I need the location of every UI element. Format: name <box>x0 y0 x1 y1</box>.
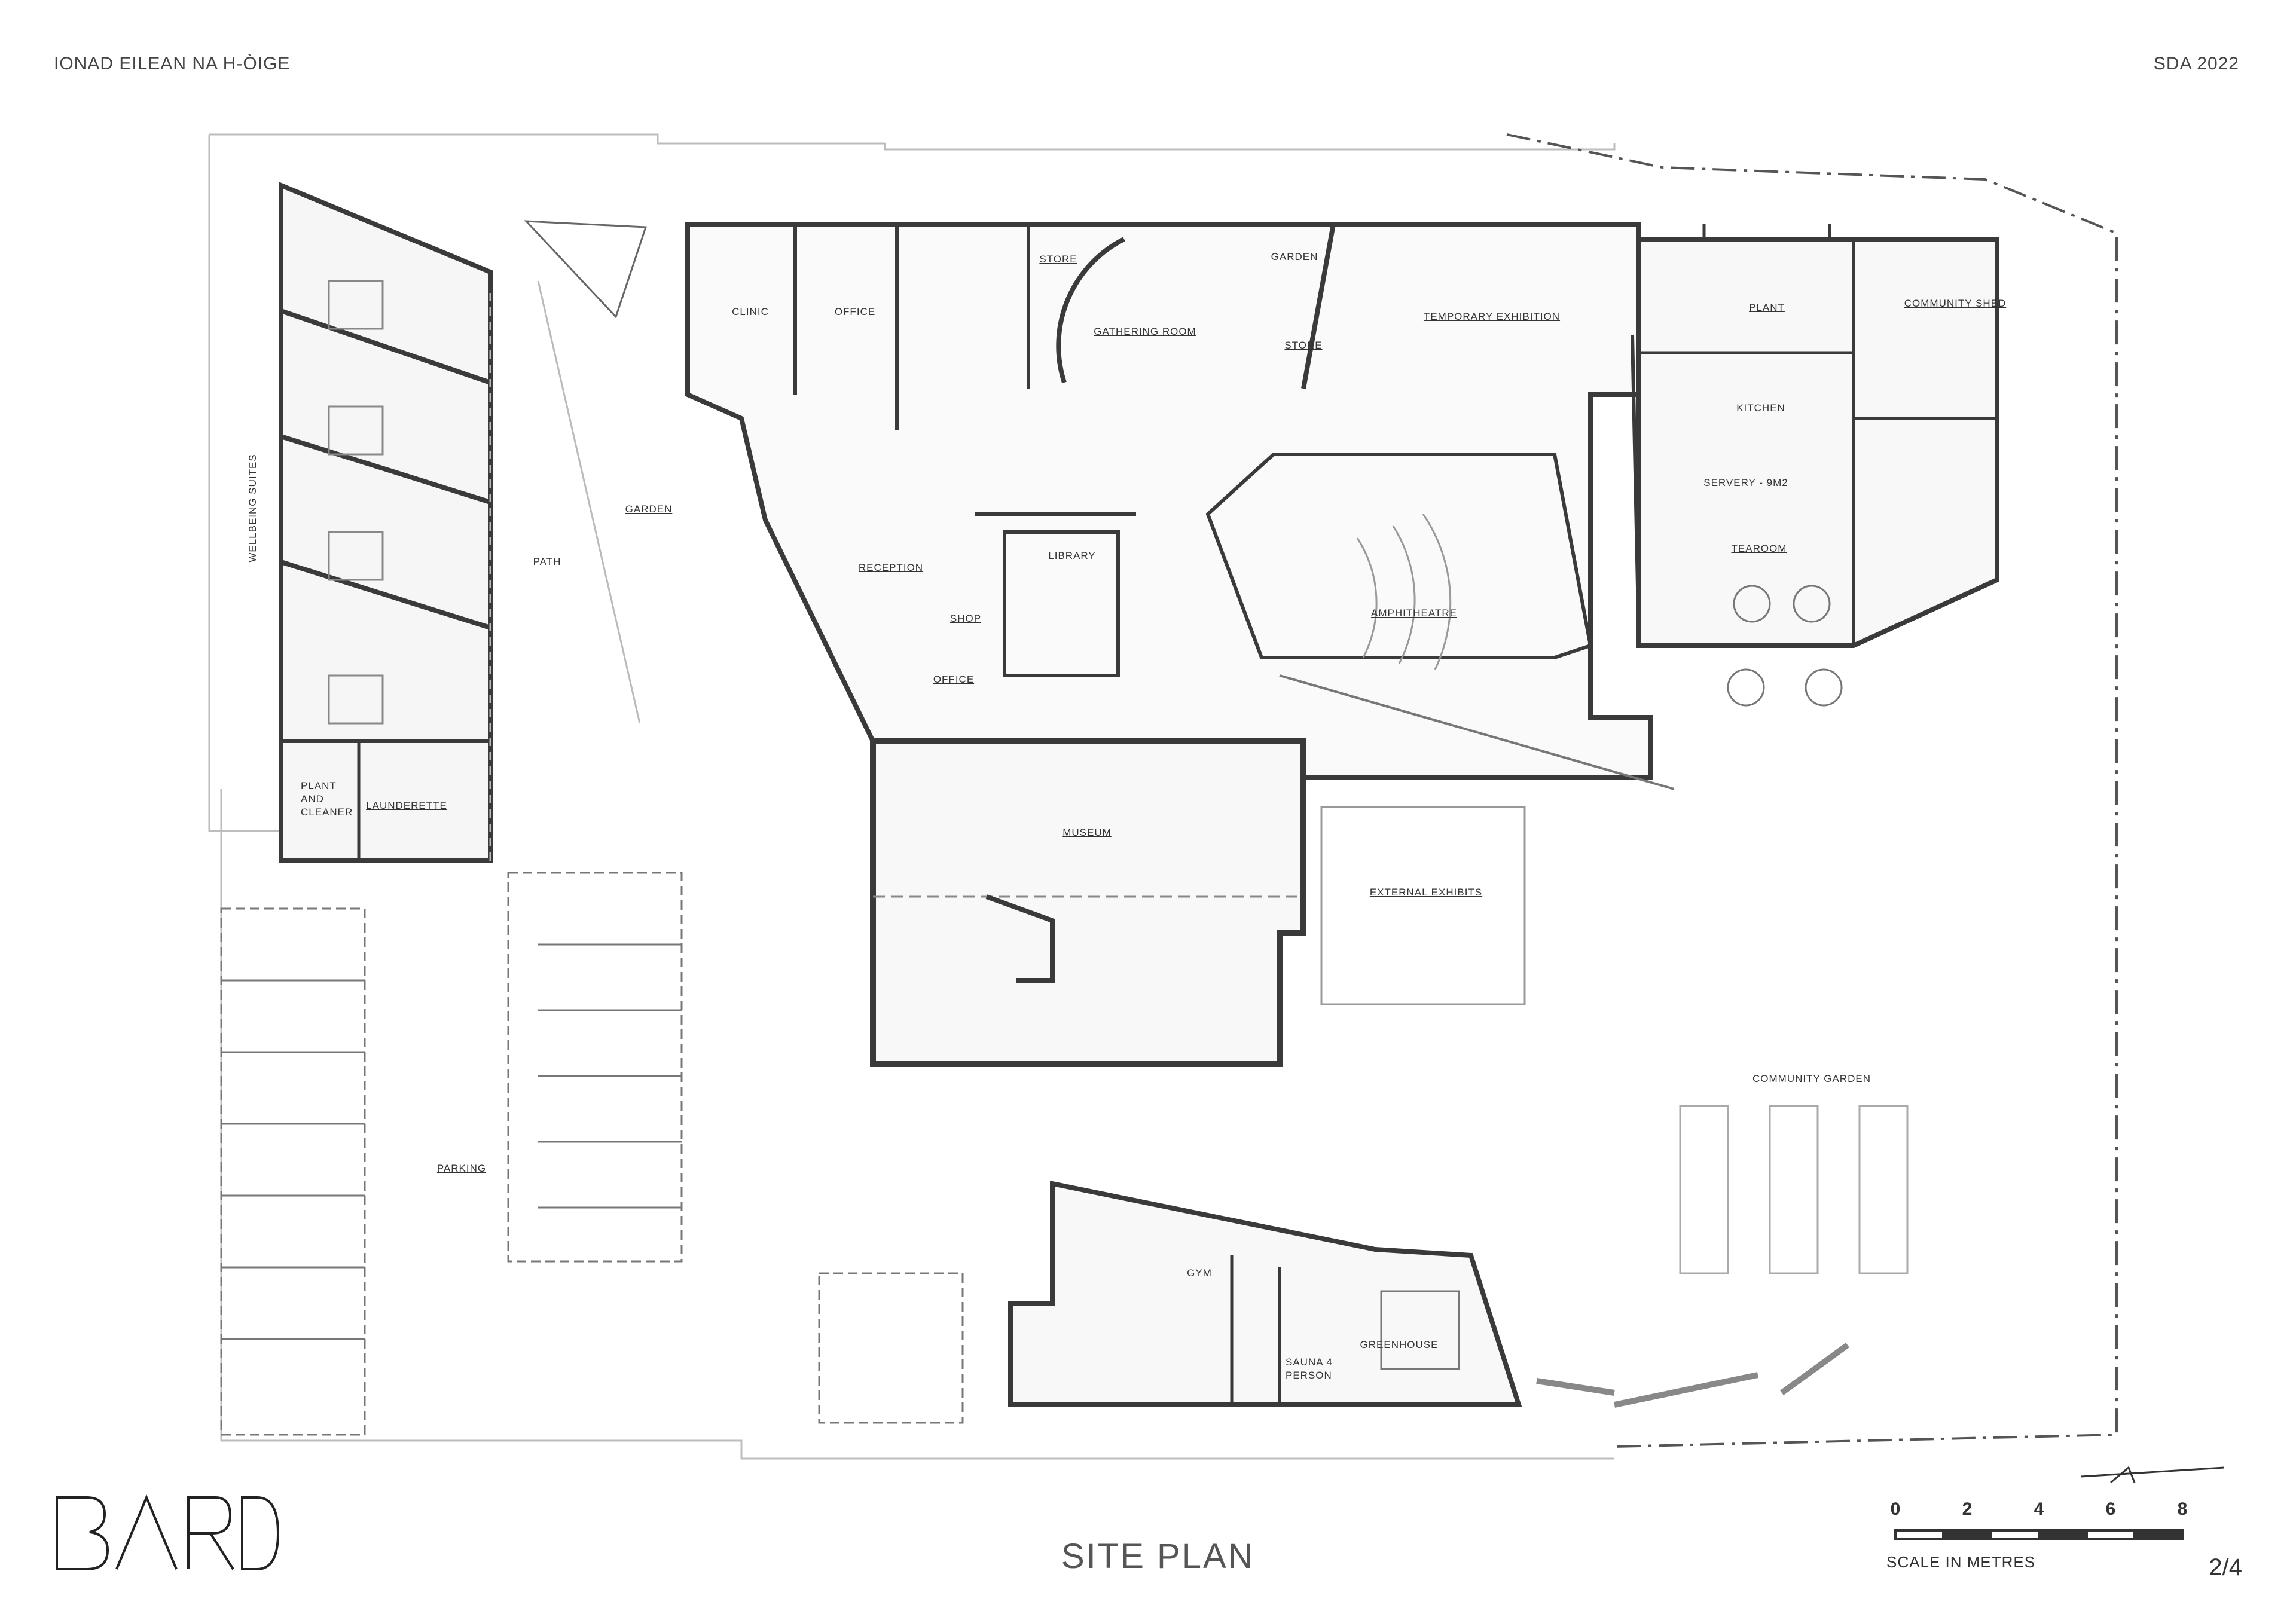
room-label-library: LIBRARY <box>1048 550 1096 561</box>
room-label-reception: RECEPTION <box>858 562 924 573</box>
room-label-clinic: CLINIC <box>732 306 769 317</box>
scale-caption: SCALE IN METRES <box>1886 1553 2036 1571</box>
room-label-tearoom: TEAROOM <box>1731 543 1787 554</box>
bard-logo: BARD <box>56 1494 280 1573</box>
parking-bays <box>220 872 964 1436</box>
main-building <box>685 222 1854 875</box>
room-label-garden-top: GARDEN <box>1271 251 1318 262</box>
north-arrow-icon <box>2080 1466 2225 1484</box>
room-label-garden-left: GARDEN <box>625 503 673 515</box>
room-label-store-top: STORE <box>1039 253 1077 265</box>
tearoom-block <box>1636 237 1999 707</box>
project-title: IONAD EILEAN NA H-ÒIGE <box>54 54 291 74</box>
room-label-kitchen: KITCHEN <box>1736 402 1785 414</box>
room-label-museum: MUSEUM <box>1062 827 1112 838</box>
room-label-sauna: SAUNA 4 PERSON <box>1286 1356 1333 1381</box>
room-label-servery: SERVERY - 9M2 <box>1703 477 1788 488</box>
room-label-office-top: OFFICE <box>834 306 876 317</box>
room-label-gym: GYM <box>1187 1267 1212 1279</box>
scale-tick-0: 0 <box>1890 1499 1901 1519</box>
scale-bar <box>1894 1529 2184 1540</box>
room-label-community-shed: COMMUNITY SHED <box>1904 298 2007 309</box>
gym-block <box>1008 1181 1849 1408</box>
room-label-office-mid: OFFICE <box>933 674 975 685</box>
room-label-shop: SHOP <box>949 613 982 624</box>
room-label-greenhouse: GREENHOUSE <box>1360 1339 1439 1350</box>
sheet-number: 2/4 <box>2209 1554 2242 1581</box>
room-label-path: PATH <box>533 556 561 567</box>
scale-tick-6: 6 <box>2105 1499 2116 1519</box>
room-label-store-mid: STORE <box>1284 340 1323 351</box>
scale-tick-2: 2 <box>1962 1499 1973 1519</box>
room-label-community-garden: COMMUNITY GARDEN <box>1752 1073 1871 1084</box>
site-boundary-dashdot <box>1506 133 2118 1448</box>
scale-tick-4: 4 <box>2034 1499 2044 1519</box>
room-label-plant-and-cleaner: PLANT AND CLEANER <box>301 780 353 818</box>
room-label-plant: PLANT <box>1749 302 1785 313</box>
room-label-external-exhibits: EXTERNAL EXHIBITS <box>1369 887 1483 898</box>
sheet-code: SDA 2022 <box>2153 54 2239 74</box>
room-label-parking: PARKING <box>436 1163 487 1174</box>
room-label-gathering-room: GATHERING ROOM <box>1094 326 1196 337</box>
room-label-launderette: LAUNDERETTE <box>366 800 447 811</box>
community-garden-beds <box>1679 1105 1909 1274</box>
path-and-garden <box>489 220 648 861</box>
room-label-wellbeing-suites: WELLBEING SUITES <box>247 454 258 563</box>
bard-logo-text: BARD <box>167 1572 169 1573</box>
room-label-temporary-exhibition: TEMPORARY EXHIBITION <box>1423 311 1561 322</box>
museum-block <box>870 738 1306 1067</box>
external-exhibits-area <box>1320 806 1526 1005</box>
scale-tick-8: 8 <box>2177 1499 2188 1519</box>
plan-title: SITE PLAN <box>1061 1537 1255 1576</box>
room-label-amphitheatre: AMPHITHEATRE <box>1371 607 1457 619</box>
wellbeing-suites-block <box>279 182 493 863</box>
